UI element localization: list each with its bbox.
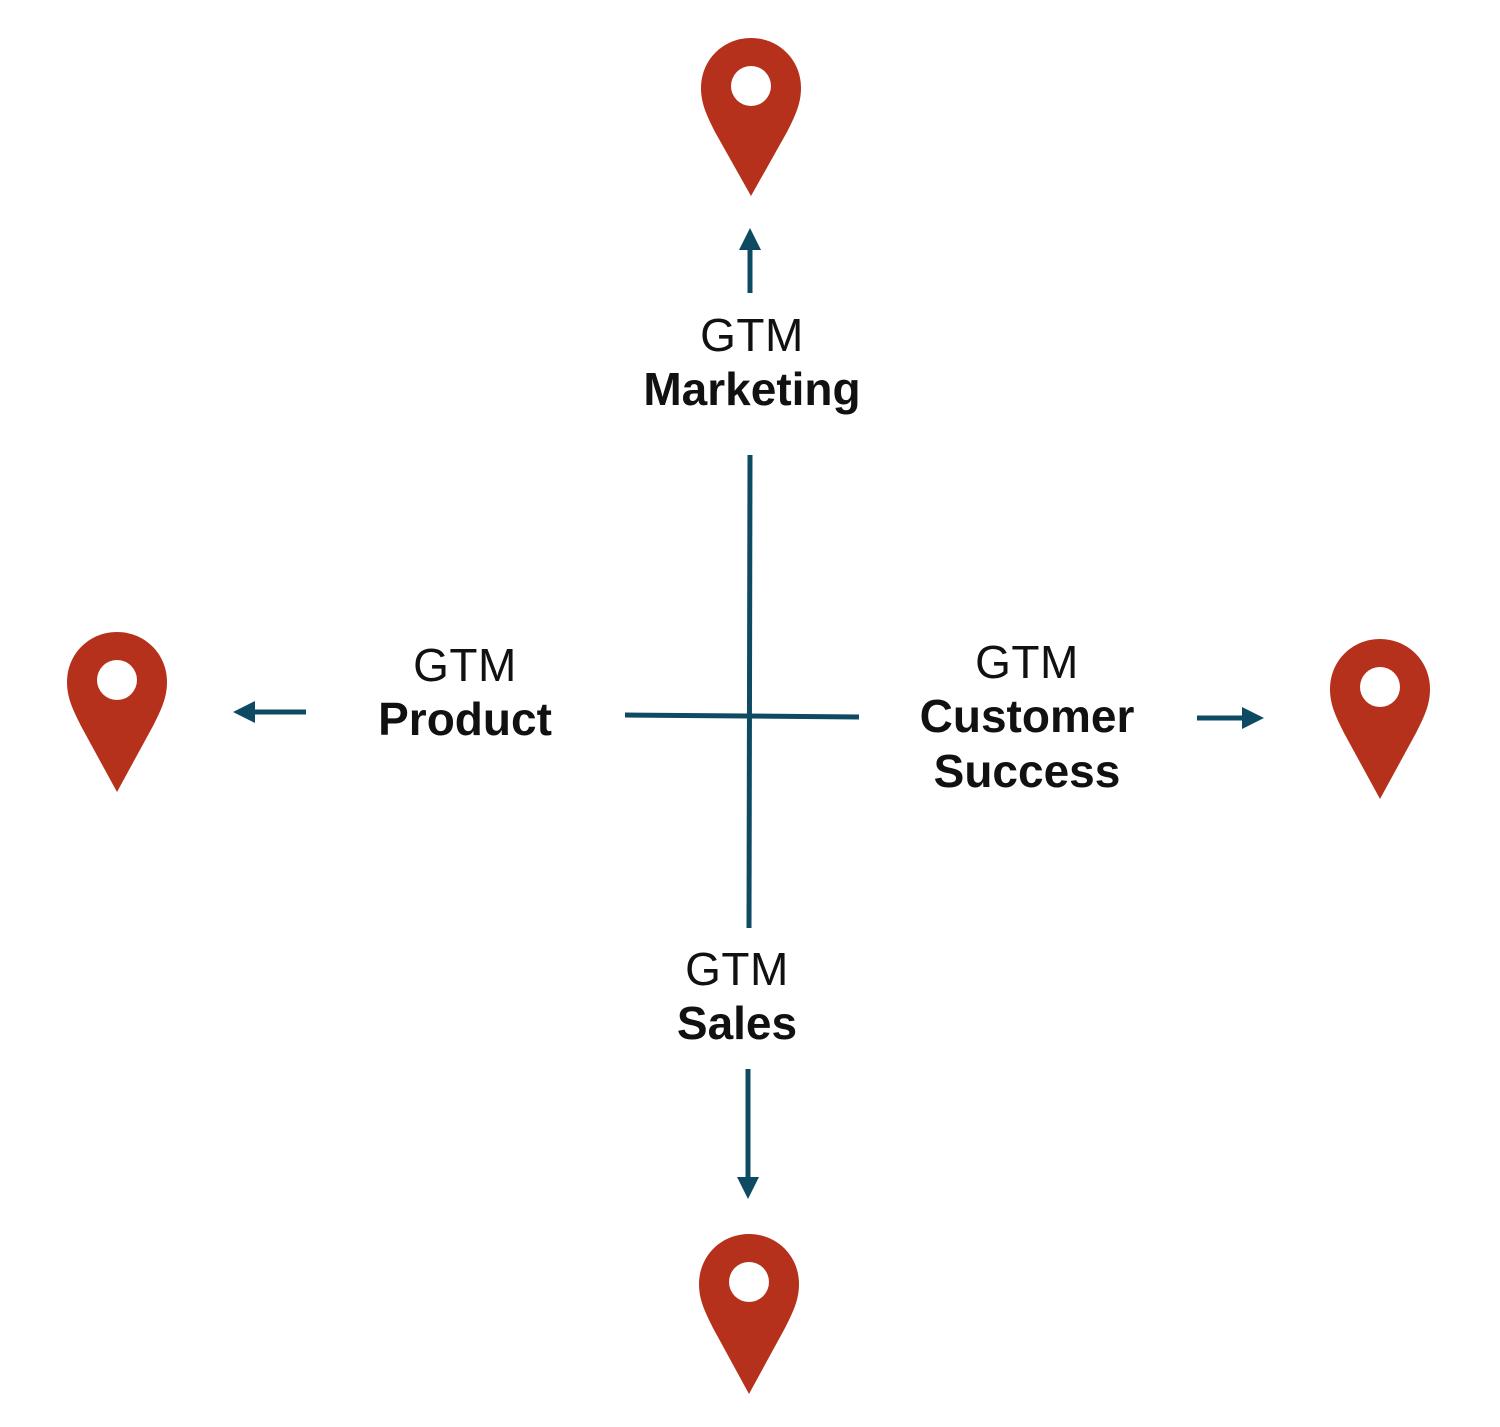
map-pin-icon-left: [67, 632, 167, 792]
label-sales: GTM Sales: [677, 942, 797, 1051]
arrow-right-head: [1242, 707, 1264, 729]
center-vertical-line: [746, 454, 753, 929]
map-pin-icon-bottom: [699, 1234, 799, 1394]
map-pin-icon-top: [701, 38, 801, 196]
label-customer-success-name-line1: Customer: [919, 690, 1135, 743]
arrow-up-head: [739, 228, 761, 250]
label-marketing-name: Marketing: [643, 363, 861, 416]
map-pin-icon-right: [1330, 639, 1430, 799]
center-horizontal-line: [624, 712, 860, 720]
label-customer-success-prefix: GTM: [975, 636, 1079, 688]
label-marketing-prefix: GTM: [700, 309, 804, 361]
label-customer-success-name-line2: Success: [933, 744, 1121, 797]
arrow-down-head: [737, 1177, 759, 1199]
label-product-prefix: GTM: [413, 639, 517, 691]
arrow-left-head: [233, 701, 255, 723]
label-sales-prefix: GTM: [685, 943, 789, 995]
label-marketing: GTM Marketing: [643, 308, 860, 417]
label-product: GTM Product: [378, 638, 552, 747]
label-product-name: Product: [378, 693, 552, 746]
label-customer-success: GTM Customer Success: [920, 635, 1135, 798]
label-sales-name: Sales: [676, 997, 798, 1050]
